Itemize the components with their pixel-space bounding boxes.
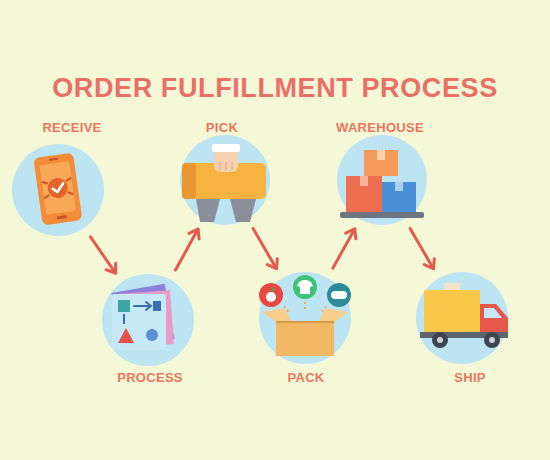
label-wrap: WAREHOUSE	[270, 120, 490, 136]
arrow-head	[189, 229, 199, 239]
process-node: SHIP	[416, 272, 508, 364]
circle-fill	[102, 274, 194, 366]
flow-arrow	[333, 229, 356, 268]
arrow-head	[106, 263, 116, 273]
label-wrap: RECEIVE	[0, 120, 182, 136]
arrow-head	[424, 259, 434, 269]
label-wrap: PROCESS	[40, 370, 260, 386]
node-circle	[259, 272, 351, 364]
flow-arrow	[175, 229, 199, 270]
node-circle	[416, 272, 508, 364]
circle-fill	[416, 272, 508, 364]
step-label: PACK	[196, 370, 416, 386]
label-wrap: PICK	[112, 120, 332, 136]
process-node: PICK	[180, 135, 270, 225]
process-node: PACK	[259, 272, 351, 364]
step-label: RECEIVE	[0, 120, 182, 136]
title-wrap: ORDER FULFILLMENT PROCESS	[0, 72, 550, 104]
arrow-head	[267, 259, 277, 269]
node-circle	[102, 274, 194, 366]
arrow-shaft	[90, 237, 115, 273]
flow-arrow	[90, 237, 115, 273]
process-node: WAREHOUSE	[337, 135, 427, 225]
arrow-head	[346, 229, 356, 239]
circle-fill	[337, 135, 427, 225]
step-label: PROCESS	[40, 370, 260, 386]
arrow-shaft	[410, 228, 433, 268]
label-wrap: SHIP	[360, 370, 550, 386]
circle-fill	[180, 135, 270, 225]
label-wrap: PACK	[196, 370, 416, 386]
arrow-shaft	[175, 229, 198, 270]
diagram-title: ORDER FULFILLMENT PROCESS	[52, 72, 498, 104]
process-node: RECEIVE	[12, 144, 104, 236]
step-label: WAREHOUSE	[270, 120, 490, 136]
flow-arrow	[410, 228, 434, 268]
process-node: PROCESS	[102, 274, 194, 366]
step-label: PICK	[112, 120, 332, 136]
node-circle	[337, 135, 427, 225]
circle-fill	[12, 144, 104, 236]
circle-fill	[259, 272, 351, 364]
arrow-shaft	[333, 229, 355, 268]
arrow-shaft	[253, 228, 276, 268]
flow-arrow	[253, 228, 277, 268]
node-circle	[12, 144, 104, 236]
step-label: SHIP	[360, 370, 550, 386]
node-circle	[180, 135, 270, 225]
